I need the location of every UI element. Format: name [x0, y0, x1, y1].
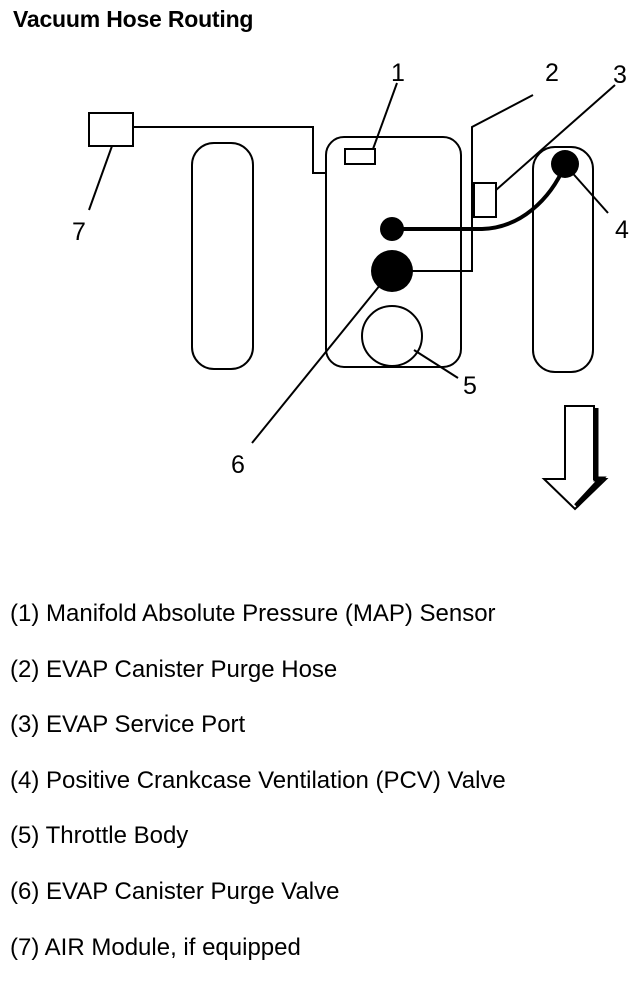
legend-item-pcv-valve: (4) Positive Crankcase Ventilation (PCV)…: [10, 766, 506, 794]
intake-manifold: [325, 136, 462, 368]
legend-item-evap-purge-hose: (2) EVAP Canister Purge Hose: [10, 655, 338, 683]
vacuum-hose-diagram: 1 2 3 4 5 6 7: [72, 59, 629, 511]
air-module-hose: [133, 126, 326, 174]
legend-item-air-module: (7) AIR Module, if equipped: [10, 933, 301, 961]
evap-service-port: [473, 182, 497, 218]
left-cylinder-bank: [191, 142, 254, 370]
pcv-hose-port: [380, 217, 404, 241]
air-module: [88, 112, 134, 147]
throttle-body: [361, 305, 423, 367]
legend-item-evap-service-port: (3) EVAP Service Port: [10, 711, 246, 739]
evap-canister-purge-hose: [406, 94, 534, 272]
callout-4: 4: [615, 216, 629, 244]
leader-line-3: [495, 84, 616, 191]
leader-line-7: [88, 145, 113, 211]
leader-line-4: [567, 167, 609, 214]
front-direction-arrow-shadow: [574, 408, 607, 508]
callout-2: 2: [545, 59, 559, 87]
pcv-valve: [551, 150, 579, 178]
diagram-title: Vacuum Hose Routing: [13, 6, 254, 32]
callout-5: 5: [463, 372, 477, 400]
callout-6: 6: [231, 451, 245, 479]
legend-item-map-sensor: (1) Manifold Absolute Pressure (MAP) Sen…: [10, 600, 496, 627]
leader-line-6: [251, 278, 386, 444]
legend-item-throttle-body: (5) Throttle Body: [10, 822, 189, 850]
callout-3: 3: [613, 61, 627, 89]
map-sensor: [344, 148, 376, 165]
leader-line-1: [372, 82, 398, 150]
callout-7: 7: [72, 218, 86, 246]
leader-line-5: [413, 349, 459, 379]
evap-canister-purge-valve: [371, 250, 413, 292]
legend-item-evap-purge-valve: (6) EVAP Canister Purge Valve: [10, 877, 340, 905]
component-legend: (1) Manifold Absolute Pressure (MAP) Sen…: [10, 600, 506, 989]
right-cylinder-bank: [532, 146, 594, 373]
pcv-hose: [392, 164, 567, 231]
callout-1: 1: [391, 59, 405, 87]
